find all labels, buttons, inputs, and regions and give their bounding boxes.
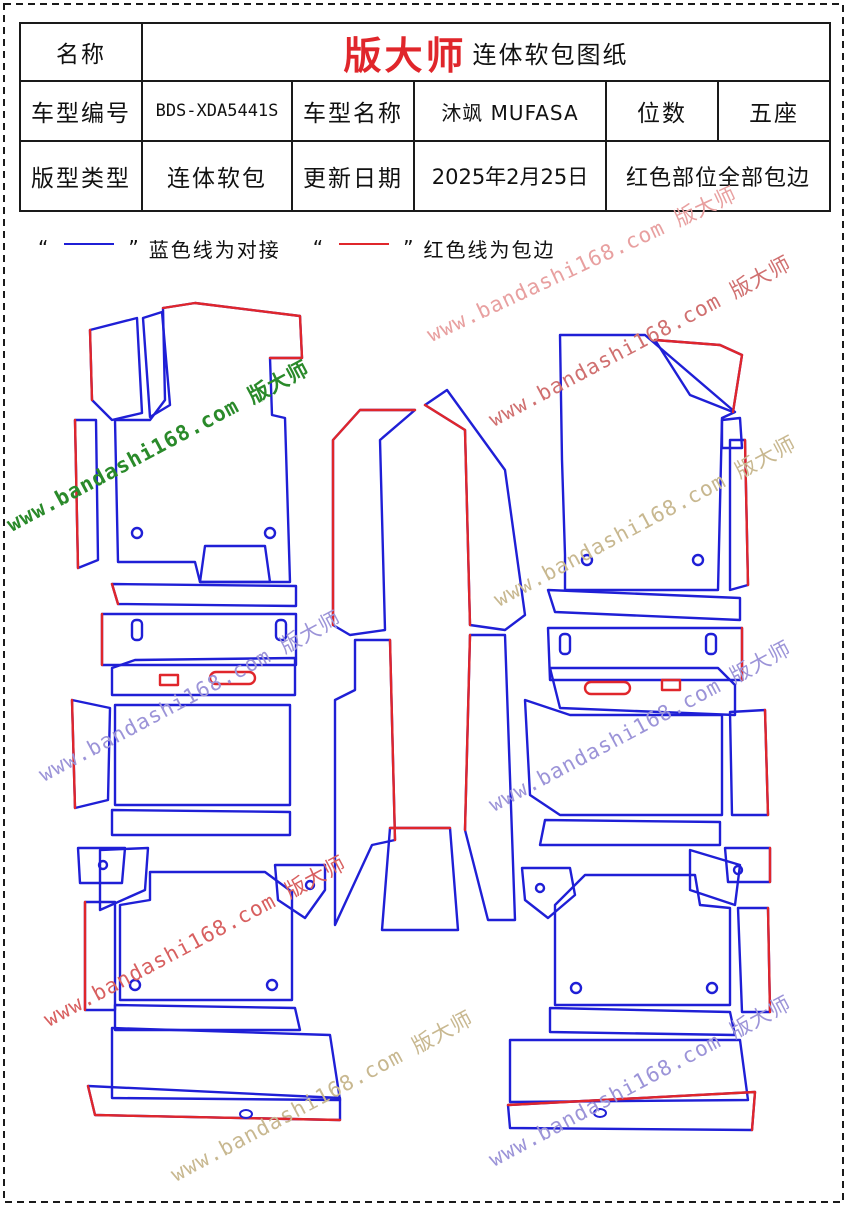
pattern-type: 连体软包 <box>141 140 293 212</box>
red-edge-left-strip-1 <box>110 582 120 606</box>
hole <box>534 882 546 894</box>
hole <box>593 1108 607 1118</box>
right-trunk-piece <box>508 1038 750 1104</box>
left-rear-small-1 <box>76 846 127 885</box>
right-rear-wing <box>520 866 577 920</box>
legend-blue-text: 蓝色线为对接 <box>148 237 281 262</box>
legend-open-quote: “ <box>38 236 51 260</box>
seats-label: 位数 <box>605 80 719 142</box>
left-rear-wing <box>273 863 327 920</box>
hole <box>128 978 142 992</box>
hole <box>569 981 583 995</box>
right-strip-1 <box>546 588 742 622</box>
hole <box>239 1109 253 1119</box>
red-edge-right-pillar <box>653 338 744 414</box>
legend-red-text: 红色线为包边 <box>423 237 556 262</box>
model-name-label: 车型名称 <box>291 80 415 142</box>
model-code: BDS-XDA5441S <box>141 80 293 142</box>
legend: “ ” 蓝色线为对接 “ ” 红色线为包边 <box>38 232 556 264</box>
hole <box>580 553 594 567</box>
right-side-strip-1 <box>720 416 744 450</box>
red-edge-center-right-lower <box>463 633 472 832</box>
red-edge-center-left-lower <box>388 638 397 842</box>
right-front-floor-piece <box>558 333 737 592</box>
hole <box>263 526 277 540</box>
hole <box>265 978 279 992</box>
left-middle-strip <box>110 808 292 837</box>
right-panel-3 <box>548 666 737 717</box>
hole <box>705 981 719 995</box>
left-middle-floor <box>113 703 292 807</box>
red-edge-left-side-2 <box>70 698 77 810</box>
right-front-pillar-piece <box>653 338 744 414</box>
left-footrest-piece <box>198 544 272 584</box>
hole <box>691 553 705 567</box>
hole <box>304 879 316 891</box>
left-slot-2 <box>274 618 288 642</box>
legend-blue-line <box>64 243 115 245</box>
red-edge-left-trunk <box>86 1084 342 1122</box>
red-edge-center-right-upper <box>423 403 472 627</box>
seats-value: 五座 <box>716 80 832 142</box>
red-edge-left-pillar <box>88 328 94 402</box>
legend-close-quote: ” <box>128 236 141 260</box>
red-edge-right-trunk <box>506 1090 757 1132</box>
center-left-upper <box>331 408 417 637</box>
red-slot-left-1 <box>158 673 180 687</box>
red-slot-right-2 <box>660 678 682 692</box>
hole <box>130 526 144 540</box>
left-front-strip-piece <box>141 310 172 419</box>
legend-red-line <box>339 243 390 245</box>
model-code-label: 车型编号 <box>19 80 143 142</box>
red-edge-right-side-1 <box>743 438 750 587</box>
red-edge-left-side-1 <box>73 418 80 570</box>
update-label: 更新日期 <box>291 140 415 212</box>
left-panel-3 <box>110 656 297 697</box>
right-side-piece-2 <box>728 708 770 817</box>
brand-title: 版大师 <box>343 33 467 78</box>
subtitle: 连体软包图纸 <box>472 40 629 69</box>
left-rear-small-2 <box>98 846 150 912</box>
left-rear-strip <box>113 1003 302 1032</box>
update-date: 2025年2月25日 <box>413 140 607 212</box>
red-slot-left-2 <box>208 670 257 686</box>
title-cell: 版大师连体软包图纸 <box>140 22 832 82</box>
right-rear-strip <box>548 1006 737 1037</box>
red-edge-right-side-2 <box>763 708 770 817</box>
legend-close-quote-2: ” <box>403 236 416 260</box>
red-slot-right-1 <box>583 680 632 696</box>
left-strip-1 <box>110 582 298 608</box>
right-middle-strip <box>538 818 722 847</box>
red-edge-left-top <box>161 301 304 360</box>
hole <box>732 864 744 876</box>
red-edge-center-left-upper <box>331 408 417 627</box>
edge-note: 红色部位全部包边 <box>604 140 832 212</box>
right-rear-small-1 <box>723 846 772 884</box>
right-rear-small-2 <box>688 848 742 907</box>
left-slot-1 <box>130 618 144 642</box>
name-label: 名称 <box>19 22 143 82</box>
center-rear-piece <box>380 826 460 932</box>
right-slot-1 <box>558 632 572 656</box>
right-middle-floor <box>523 698 724 817</box>
legend-open-quote-2: “ <box>312 236 326 260</box>
right-slot-2 <box>704 632 718 656</box>
model-name: 沐飒 MUFASA <box>413 80 607 142</box>
left-rear-floor <box>118 870 294 1002</box>
red-edge-right-rear-side <box>766 906 772 1014</box>
info-table: 名称 版大师连体软包图纸 车型编号 BDS-XDA5441S 车型名称 沐飒 M… <box>19 22 832 212</box>
left-front-pillar-piece <box>88 316 144 422</box>
hole <box>97 859 109 871</box>
pattern-type-label: 版型类型 <box>19 140 143 212</box>
right-rear-floor <box>553 873 732 1007</box>
